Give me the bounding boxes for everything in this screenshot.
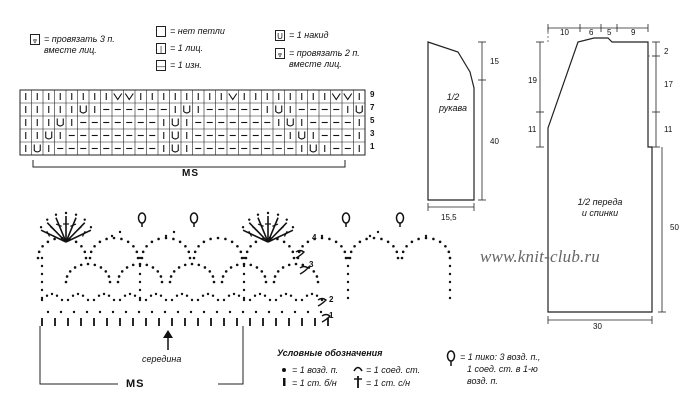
body-dim-6: 6 — [589, 28, 594, 37]
legend-k2tog-text-2: вместе лиц. — [289, 59, 342, 69]
picot-symbol-icon — [446, 350, 456, 366]
knit-row-5: 5 — [370, 116, 375, 125]
empty-cell-icon — [156, 26, 166, 37]
body-dim-50: 50 — [670, 223, 679, 232]
knit-symbol-icon: | — [156, 43, 166, 54]
sleeve-label: 1/2 рукава — [436, 92, 470, 114]
crochet-row-2: 2 — [329, 295, 334, 304]
legend-k3tog-text: = провязать 3 п. — [44, 34, 115, 44]
body-dim-19: 19 — [528, 76, 537, 85]
body-dim-30: 30 — [593, 322, 602, 331]
body-label-2: и спинки — [581, 208, 619, 218]
yarn-over-icon: U — [275, 30, 285, 41]
slip-stitch-symbol-icon — [353, 366, 363, 372]
double-crochet-symbol-icon — [354, 376, 362, 388]
chain-symbol-icon — [282, 368, 286, 372]
body-dim-10: 10 — [560, 28, 569, 37]
legend-k2tog: ⩔ = провязать 2 п. вместе лиц. — [275, 48, 360, 70]
legend-knit: | = 1 лиц. — [156, 43, 203, 54]
legend-yo: U = 1 накид — [275, 30, 328, 41]
legend-k2tog-text: = провязать 2 п. — [289, 48, 360, 58]
middle-label: середина — [142, 354, 182, 364]
single-crochet-symbol-icon — [283, 378, 286, 386]
body-dim-11-left: 11 — [528, 125, 537, 134]
body-dim-9: 9 — [631, 28, 636, 37]
crochet-row-1: 1 — [329, 311, 334, 320]
sleeve-dim-bottom: 15,5 — [441, 213, 457, 222]
knit-row-9: 9 — [370, 90, 375, 99]
legend-picot-text-3: возд. п. — [467, 376, 498, 386]
sleeve-label-1: 1/2 — [446, 92, 460, 102]
legend-sc-text: = 1 ст. б/н — [292, 378, 337, 388]
body-dim-11-right: 11 — [664, 125, 673, 134]
sleeve-label-2: рукава — [439, 103, 467, 113]
ms-label-bottom: MS — [126, 378, 145, 390]
crochet-row-3: 3 — [309, 260, 314, 269]
body-label: 1/2 переда и спинки — [560, 197, 640, 219]
sleeve-dim-top: 15 — [490, 57, 499, 66]
legend-picot-text-1: = 1 пико: 3 возд. п., — [460, 352, 541, 362]
knit-row-3: 3 — [370, 129, 375, 138]
ms-bracket-bottom — [39, 326, 244, 385]
ms-label-top: MS — [182, 168, 199, 179]
legend-purl-text: = 1 изн. — [170, 60, 202, 70]
legend-yo-text: = 1 накид — [289, 30, 329, 40]
legend-no-stitch-text: = нет петли — [170, 26, 225, 36]
k3tog-symbol-icon: ⩔ — [30, 34, 40, 45]
middle-arrow-icon — [163, 330, 173, 350]
legend-purl: — = 1 изн. — [156, 60, 202, 71]
sleeve-dim-side: 40 — [490, 137, 499, 146]
legend-title: Условные обозначения — [277, 348, 383, 358]
body-schematic — [536, 24, 666, 324]
crochet-row-4: 4 — [312, 233, 317, 242]
crochet-chart — [36, 211, 452, 326]
body-dim-17: 17 — [664, 80, 673, 89]
legend-k3tog: ⩔ = провязать 3 п. вместе лиц. — [30, 34, 115, 56]
body-dim-2: 2 — [664, 47, 669, 56]
legend-k3tog-text-2: вместе лиц. — [44, 45, 97, 55]
legend-knit-text: = 1 лиц. — [170, 43, 203, 53]
legend-ch-text: = 1 возд. п. — [292, 365, 339, 375]
legend-bottom-symbols — [282, 350, 456, 388]
body-label-1: 1/2 переда — [577, 197, 623, 207]
sleeve-schematic — [427, 41, 486, 211]
legend-no-stitch: = нет петли — [156, 26, 225, 37]
knitting-chart-grid — [19, 89, 366, 156]
ms-bracket-top — [32, 160, 346, 168]
legend-picot-text-2: 1 соед. ст. в 1-ю — [467, 364, 538, 374]
knit-row-7: 7 — [370, 103, 375, 112]
purl-symbol-icon: — — [156, 60, 166, 71]
k2tog-symbol-icon: ⩔ — [275, 48, 285, 59]
website-watermark: www.knit-club.ru — [480, 247, 600, 266]
legend-slst-text: = 1 соед. ст. — [366, 365, 421, 375]
knit-row-1: 1 — [370, 142, 375, 151]
legend-dc-text: = 1 ст. с/н — [366, 378, 411, 388]
body-dim-5: 5 — [607, 28, 612, 37]
